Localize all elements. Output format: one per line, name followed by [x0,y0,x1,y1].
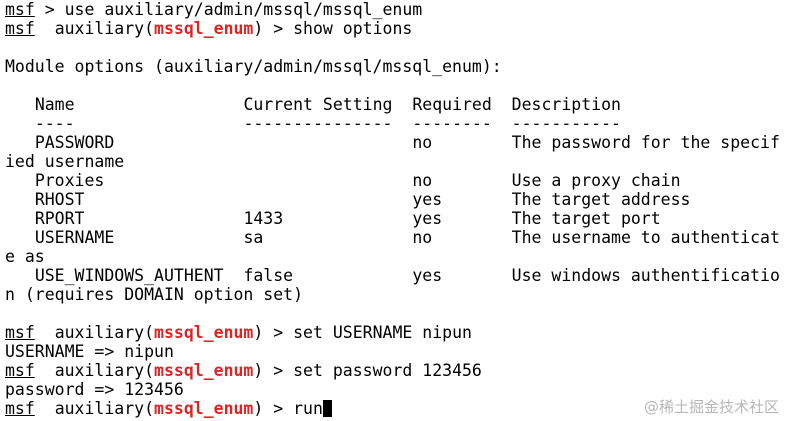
options-table-row: Proxies no Use a proxy chain [5,171,785,190]
option-required: no [412,171,512,190]
indent [5,266,35,285]
option-current-setting: sa [243,228,413,247]
indent [5,133,35,152]
prompt-module-prefix: auxiliary( [54,399,155,418]
prompt-module-name: mssql_enum [154,399,254,418]
column-header-current: Current Setting [243,95,413,114]
column-header-required: Required [412,95,512,114]
terminal-line-run: msf auxiliary(mssql_enum) > run [5,399,785,418]
output-set-username: USERNAME => nipun [5,342,174,361]
command-run: run [293,399,323,418]
command-set-username: set USERNAME nipun [293,323,472,342]
option-current-setting: 1433 [243,209,413,228]
command-show-options: show options [293,19,413,38]
option-description: The target port [511,209,661,228]
option-name: PASSWORD [34,133,244,152]
option-description-wrap: ied username [5,152,125,171]
options-table-row: RPORT 1433 yes The target port [5,209,785,228]
terminal-line-set-username: msf auxiliary(mssql_enum) > set USERNAME… [5,323,785,342]
indent [5,171,35,190]
options-table-header: Name Current Setting Required Descriptio… [5,95,785,114]
indent [5,209,35,228]
terminal-cursor [322,400,332,417]
option-name: RHOST [34,190,244,209]
indent [5,95,35,114]
column-header-name: Name [34,95,244,114]
options-table-row-wrap: n (requires DOMAIN option set) [5,285,785,304]
option-name: RPORT [34,209,244,228]
option-name: USERNAME [34,228,244,247]
option-description: The password for the specif [511,133,780,152]
options-table-underline: ---- --------------- -------- ----------… [5,114,785,133]
prompt-msf: msf [5,0,35,19]
watermark: @稀土掘金技术社区 [643,398,779,416]
prompt-msf: msf [5,323,35,342]
indent [5,228,35,247]
terminal-line-username-output: USERNAME => nipun [5,342,785,361]
command-use: > use auxiliary/admin/mssql/mssql_enum [34,0,423,19]
option-description: The username to authenticat [511,228,780,247]
terminal-line-use: msf > use auxiliary/admin/mssql/mssql_en… [5,0,785,19]
prompt-msf: msf [5,361,35,380]
option-description: Use windows authentificatio [511,266,780,285]
option-current-setting [243,171,412,190]
prompt-space [35,19,55,38]
prompt-module-name: mssql_enum [154,19,254,38]
option-current-setting: false [243,266,413,285]
options-table-row: PASSWORD no The password for the specif [5,133,785,152]
prompt-space [35,399,55,418]
terminal-line-options-header: Module options (auxiliary/admin/mssql/ms… [5,57,785,76]
option-description: Use a proxy chain [511,171,681,190]
output-set-password: password => 123456 [5,380,184,399]
prompt-module-prefix: auxiliary( [54,323,155,342]
prompt-module-prefix: auxiliary( [54,19,155,38]
terminal-line-password-output: password => 123456 [5,380,785,399]
prompt-module-prefix: auxiliary( [54,361,155,380]
option-name: Proxies [34,171,244,190]
terminal-line-blank [5,304,785,323]
underline-name: ---- [34,114,244,133]
option-current-setting [243,190,412,209]
options-header: Module options (auxiliary/admin/mssql/ms… [5,57,502,76]
indent [5,114,35,133]
options-table-row: USERNAME sa no The username to authentic… [5,228,785,247]
option-required: yes [412,190,512,209]
option-required: yes [412,209,512,228]
option-required: no [412,133,512,152]
terminal-line-set-password: msf auxiliary(mssql_enum) > set password… [5,361,785,380]
command-set-password: set password 123456 [293,361,482,380]
underline-current: --------------- [243,114,413,133]
terminal-line-blank [5,76,785,95]
option-name: USE_WINDOWS_AUTHENT [34,266,244,285]
prompt-module-suffix: ) > [253,19,294,38]
indent [5,190,35,209]
prompt-module-suffix: ) > [253,323,294,342]
option-description: The target address [511,190,691,209]
option-required: no [412,228,512,247]
prompt-space [35,323,55,342]
option-description-wrap: e as [5,247,45,266]
column-header-description: Description [511,95,621,114]
underline-description: ----------- [511,114,621,133]
prompt-module-suffix: ) > [253,361,294,380]
prompt-module-name: mssql_enum [154,361,254,380]
options-table-row-wrap: e as [5,247,785,266]
options-table-row-wrap: ied username [5,152,785,171]
prompt-space [35,361,55,380]
prompt-msf: msf [5,19,35,38]
terminal-line-show: msf auxiliary(mssql_enum) > show options [5,19,785,38]
prompt-msf: msf [5,399,35,418]
underline-required: -------- [412,114,512,133]
terminal-line-blank [5,38,785,57]
terminal-output[interactable]: msf > use auxiliary/admin/mssql/mssql_en… [5,0,785,421]
prompt-module-name: mssql_enum [154,323,254,342]
option-description-wrap: n (requires DOMAIN option set) [5,285,304,304]
option-required: yes [412,266,512,285]
prompt-module-suffix: ) > [253,399,294,418]
options-table-row: USE_WINDOWS_AUTHENT false yes Use window… [5,266,785,285]
options-table-row: RHOST yes The target address [5,190,785,209]
option-current-setting [243,133,412,152]
